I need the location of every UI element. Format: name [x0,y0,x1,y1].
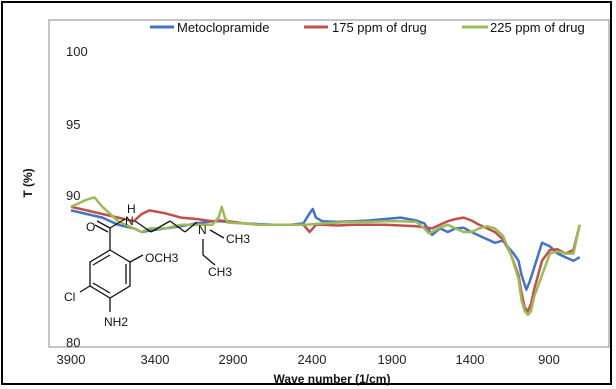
benzene-ring [89,249,131,299]
plot-area [48,19,610,348]
y-tick-label: 80 [66,335,80,350]
series-line-1 [70,205,581,313]
x-tick-label: 3900 [57,352,86,367]
series-line-0 [70,207,581,291]
atom-label: OCH3 [145,251,179,265]
x-tick-label: 1900 [378,352,407,367]
series-layer [70,196,581,317]
atom-label: N [125,214,134,228]
y-axis-title: T (%) [21,168,35,197]
x-tick-label: 2900 [219,352,248,367]
y-tick-label: 90 [66,188,80,203]
x-tick-label: 900 [538,352,560,367]
figure-frame [1,1,612,385]
atom-label: O [86,220,95,234]
atom-label: NH2 [104,315,128,329]
legend: Metoclopramide 175 ppm of drug 225 ppm o… [150,20,585,35]
y-tick-label: 100 [66,44,88,59]
x-axis-title: Wave number (1/cm) [274,372,391,386]
atom-label: N [198,223,207,237]
x-tick-label: 3400 [141,352,170,367]
legend-label: Metoclopramide [177,20,270,35]
atom-label: H [127,202,136,216]
y-tick-label: 95 [66,117,80,132]
molecule-labels: N H O N CH3 OCH3 CH3 Cl NH2 [64,202,250,329]
series-line-2 [70,196,581,317]
atom-label: Cl [64,290,75,304]
atom-label: CH3 [208,265,232,279]
legend-label: 225 ppm of drug [490,20,585,35]
x-tick-label: 1400 [456,352,485,367]
legend-label: 175 ppm of drug [332,20,427,35]
atom-label: CH3 [226,232,250,246]
molecule-structure [79,218,225,312]
x-tick-label: 2400 [298,352,327,367]
